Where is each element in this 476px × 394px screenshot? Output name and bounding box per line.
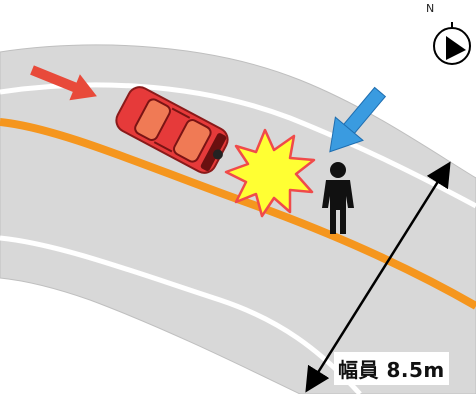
road-width-dimension-arrow (305, 161, 451, 393)
compass-north-label: N (426, 2, 435, 15)
road-width-label: 幅員 8.5m (334, 352, 449, 385)
blue-arrow-icon (329, 86, 387, 153)
red-car-icon (115, 86, 229, 174)
collision-burst-icon (224, 128, 316, 218)
red-arrow-icon (30, 65, 97, 101)
north-compass-icon (433, 22, 471, 65)
